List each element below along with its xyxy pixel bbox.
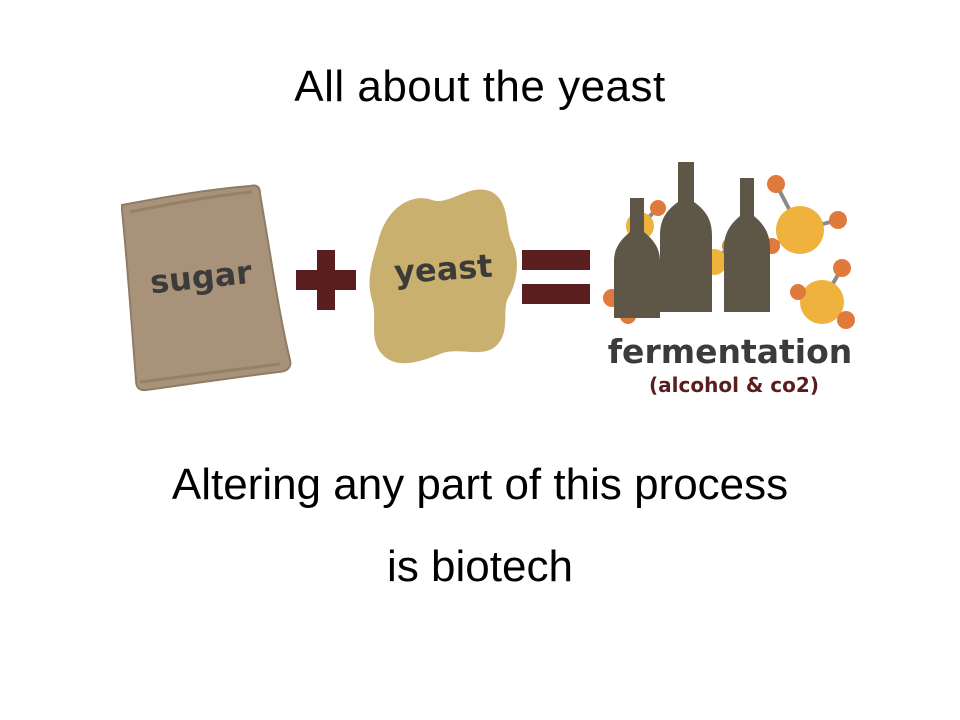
sugar-sack-icon: sugar bbox=[121, 184, 292, 392]
yeast-label: yeast bbox=[393, 247, 494, 292]
caption-line-2: is biotech bbox=[387, 542, 573, 591]
yeast-blob-icon: yeast bbox=[369, 189, 517, 364]
bottles-icon bbox=[614, 162, 770, 318]
caption-line-1: Altering any part of this process bbox=[171, 460, 789, 509]
fermentation-label: fermentation bbox=[608, 332, 853, 371]
fermentation-diagram: sugar yeast bbox=[121, 162, 855, 397]
equals-icon bbox=[522, 250, 590, 304]
slide-title: All about the yeast bbox=[294, 62, 666, 111]
fermentation-sublabel: (alcohol & co2) bbox=[649, 373, 819, 397]
plus-icon bbox=[296, 250, 356, 310]
